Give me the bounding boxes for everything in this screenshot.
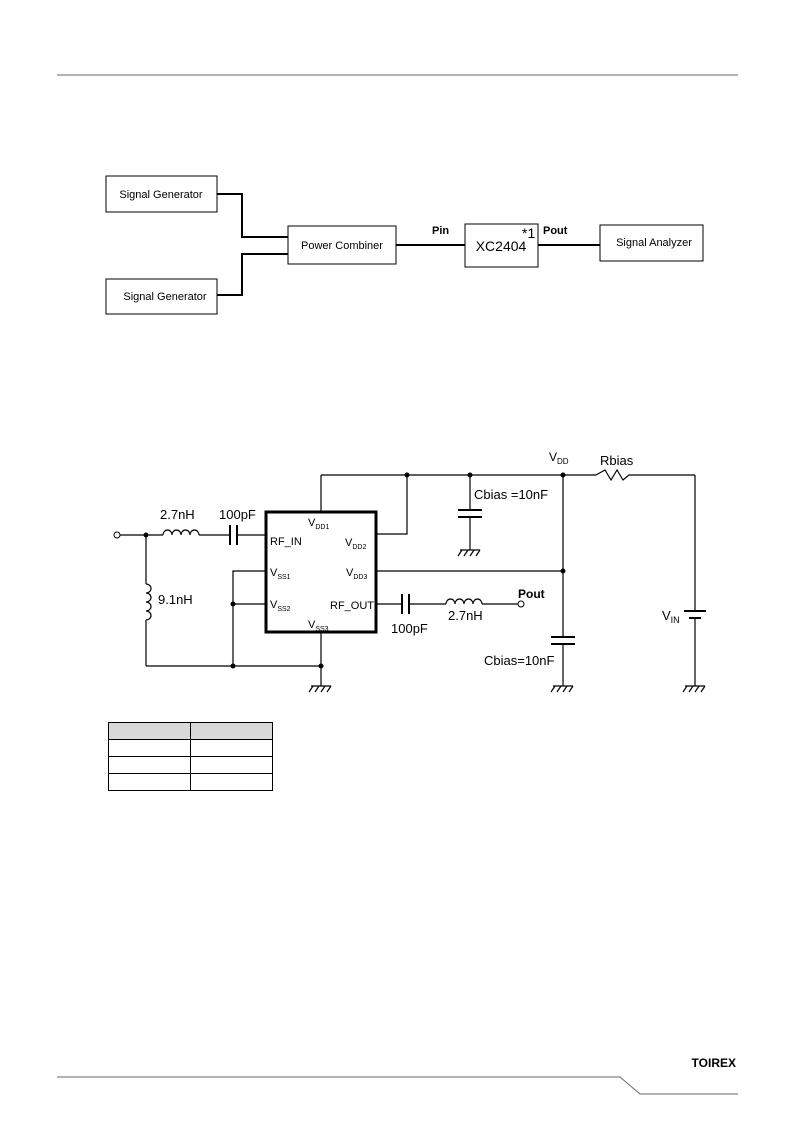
footer-rule (57, 1076, 738, 1095)
inductor-shunt (145, 583, 152, 621)
wire-vdd2 (376, 475, 408, 535)
rf-out-terminal (517, 600, 525, 608)
table-row (108, 773, 273, 791)
cbias-bottom-label: Cbias=10nF (484, 653, 555, 668)
table-cell (190, 756, 273, 774)
table-cell (108, 739, 191, 757)
blank-table (108, 722, 273, 791)
wire-gen1-combiner (217, 193, 288, 238)
pout-output-label: Pout (518, 587, 545, 601)
pin-vss3: VSS3 (308, 619, 329, 633)
rf-in-terminal (113, 531, 121, 539)
table-cell (108, 722, 191, 740)
inductor-input (162, 529, 200, 536)
pout-label: Pout (543, 225, 568, 237)
junction-vss2 (230, 601, 236, 607)
pin-vdd3: VDD3 (346, 567, 367, 581)
signal-generator-label-2: Signal Generator (123, 291, 206, 303)
junction-ground-bus (230, 663, 236, 669)
dut-label: XC2404 (476, 238, 527, 254)
table-row (108, 756, 273, 774)
block-diagram: Signal Generator Signal Generator Power … (105, 175, 704, 315)
signal-generator-box-2 (105, 278, 218, 315)
table-header-row (108, 722, 273, 740)
power-combiner-box (287, 225, 397, 265)
wire-vss1 (232, 570, 266, 666)
pin-rf-in: RF_IN (270, 536, 302, 548)
pin-vdd1: VDD1 (308, 517, 329, 531)
ground-hatch-cbias-top (457, 549, 481, 557)
junction-vdd3 (560, 568, 566, 574)
junction-vss3 (318, 663, 324, 669)
ground-hatch-cbias-bottom (550, 685, 574, 693)
pin-label: Pin (432, 225, 449, 237)
table-row (108, 739, 273, 757)
table-cell (108, 773, 191, 791)
signal-analyzer-label: Signal Analyzer (616, 237, 692, 249)
input-inductor-label: 2.7nH (160, 507, 195, 522)
pin-rf-out: RF_OUT (330, 600, 374, 612)
inductor-output (445, 598, 483, 605)
table-cell (190, 739, 273, 757)
ground-hatch-vin (682, 685, 706, 693)
wire-gen2-combiner (217, 253, 288, 296)
vdd-label: VDD (549, 450, 569, 466)
cbias-top-label: Cbias =10nF (474, 487, 548, 502)
footer: TOIREX (57, 1056, 738, 1095)
circuit-schematic: VDD1 VDD2 RF_IN VSS1 VDD3 VSS2 RF_OUT VS… (113, 450, 706, 693)
output-cap-label: 100pF (391, 621, 428, 636)
pin-vss2: VSS2 (270, 599, 291, 613)
pin-vdd2: VDD2 (345, 537, 366, 551)
signal-analyzer-box (599, 224, 704, 262)
table-cell (108, 756, 191, 774)
output-inductor-label: 2.7nH (448, 608, 483, 623)
input-cap-label: 100pF (219, 507, 256, 522)
power-combiner-label: Power Combiner (301, 240, 383, 252)
shunt-inductor-label: 9.1nH (158, 592, 193, 607)
table-cell (190, 773, 273, 791)
rbias-resistor (595, 468, 695, 482)
note-mark: *1 (522, 225, 535, 241)
junction-vdd2 (404, 472, 410, 478)
ground-hatch-ic (308, 685, 332, 693)
signal-generator-label-1: Signal Generator (119, 189, 202, 201)
rbias-label: Rbias (600, 453, 634, 468)
footer-logo: TOIREX (692, 1056, 736, 1070)
pin-vss1: VSS1 (270, 567, 291, 581)
table-cell (190, 722, 273, 740)
vin-label: VIN (662, 608, 680, 625)
